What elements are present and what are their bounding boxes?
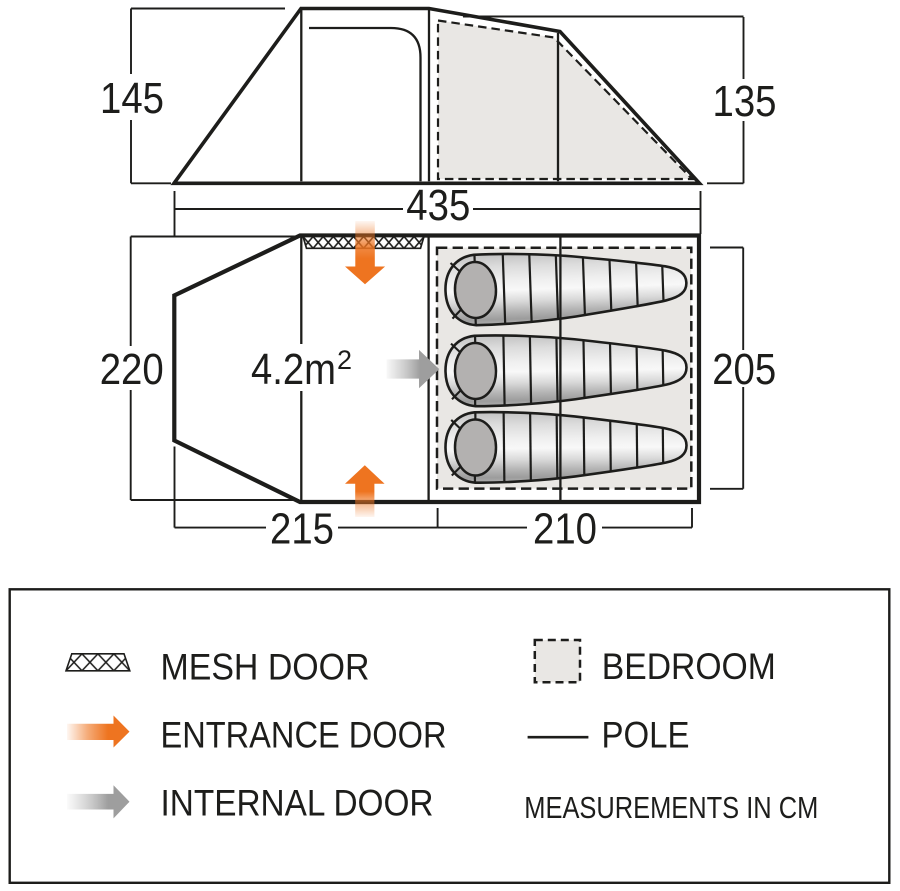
- svg-text:MEASUREMENTS IN CM: MEASUREMENTS IN CM: [524, 790, 818, 825]
- svg-text:145: 145: [100, 74, 164, 123]
- svg-text:215: 215: [270, 505, 334, 554]
- svg-text:220: 220: [100, 345, 164, 394]
- svg-text:MESH DOOR: MESH DOOR: [161, 646, 370, 687]
- svg-text:135: 135: [713, 77, 777, 126]
- svg-text:205: 205: [712, 345, 776, 394]
- svg-text:BEDROOM: BEDROOM: [602, 646, 776, 687]
- svg-text:210: 210: [533, 505, 597, 554]
- svg-text:ENTRANCE DOOR: ENTRANCE DOOR: [161, 715, 447, 756]
- svg-text:4.2m: 4.2m: [251, 346, 336, 394]
- svg-text:435: 435: [406, 181, 470, 230]
- svg-text:INTERNAL DOOR: INTERNAL DOOR: [161, 782, 434, 823]
- svg-text:POLE: POLE: [602, 714, 690, 755]
- svg-text:2: 2: [337, 345, 352, 375]
